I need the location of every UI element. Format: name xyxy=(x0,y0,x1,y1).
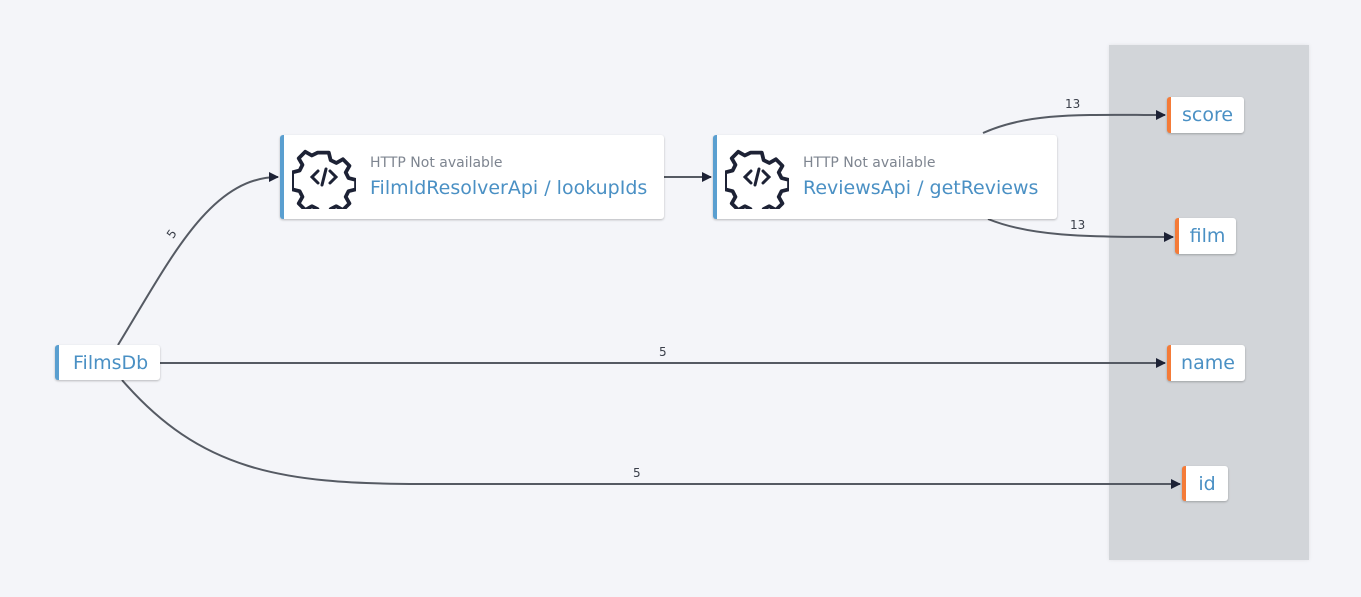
edge-label: 5 xyxy=(659,345,667,359)
service-node-reviewsapi[interactable]: HTTP Not available ReviewsApi / getRevie… xyxy=(713,135,1057,219)
field-label: id xyxy=(1198,472,1216,495)
field-node-film[interactable]: film xyxy=(1175,218,1236,254)
edge-label: 5 xyxy=(633,466,641,480)
field-label: score xyxy=(1181,104,1234,126)
service-name: ReviewsApi / getReviews xyxy=(803,177,1039,199)
gear-code-icon xyxy=(292,149,356,209)
field-label: name xyxy=(1181,352,1235,374)
edge-films-to-resolver xyxy=(117,172,279,346)
field-node-name[interactable]: name xyxy=(1167,345,1245,381)
edge-label: 13 xyxy=(1070,218,1086,232)
edge-films-to-id xyxy=(121,379,1181,489)
field-node-id[interactable]: id xyxy=(1182,466,1228,501)
service-name: FilmIdResolverApi / lookupIds xyxy=(370,177,648,199)
field-label: film xyxy=(1189,225,1226,247)
service-node-filmidresolver[interactable]: HTTP Not available FilmIdResolverApi / l… xyxy=(280,135,664,219)
node-label: FilmsDb xyxy=(73,351,149,374)
service-status: HTTP Not available xyxy=(803,155,936,171)
service-status: HTTP Not available xyxy=(370,155,503,171)
edge-reviews-to-score xyxy=(982,109,1166,134)
field-node-score[interactable]: score xyxy=(1167,97,1244,133)
source-node-filmsdb[interactable]: FilmsDb xyxy=(55,345,160,380)
edge-label: 13 xyxy=(1065,97,1081,111)
edge-reviews-to-film xyxy=(987,218,1174,242)
gear-code-icon xyxy=(725,149,789,209)
